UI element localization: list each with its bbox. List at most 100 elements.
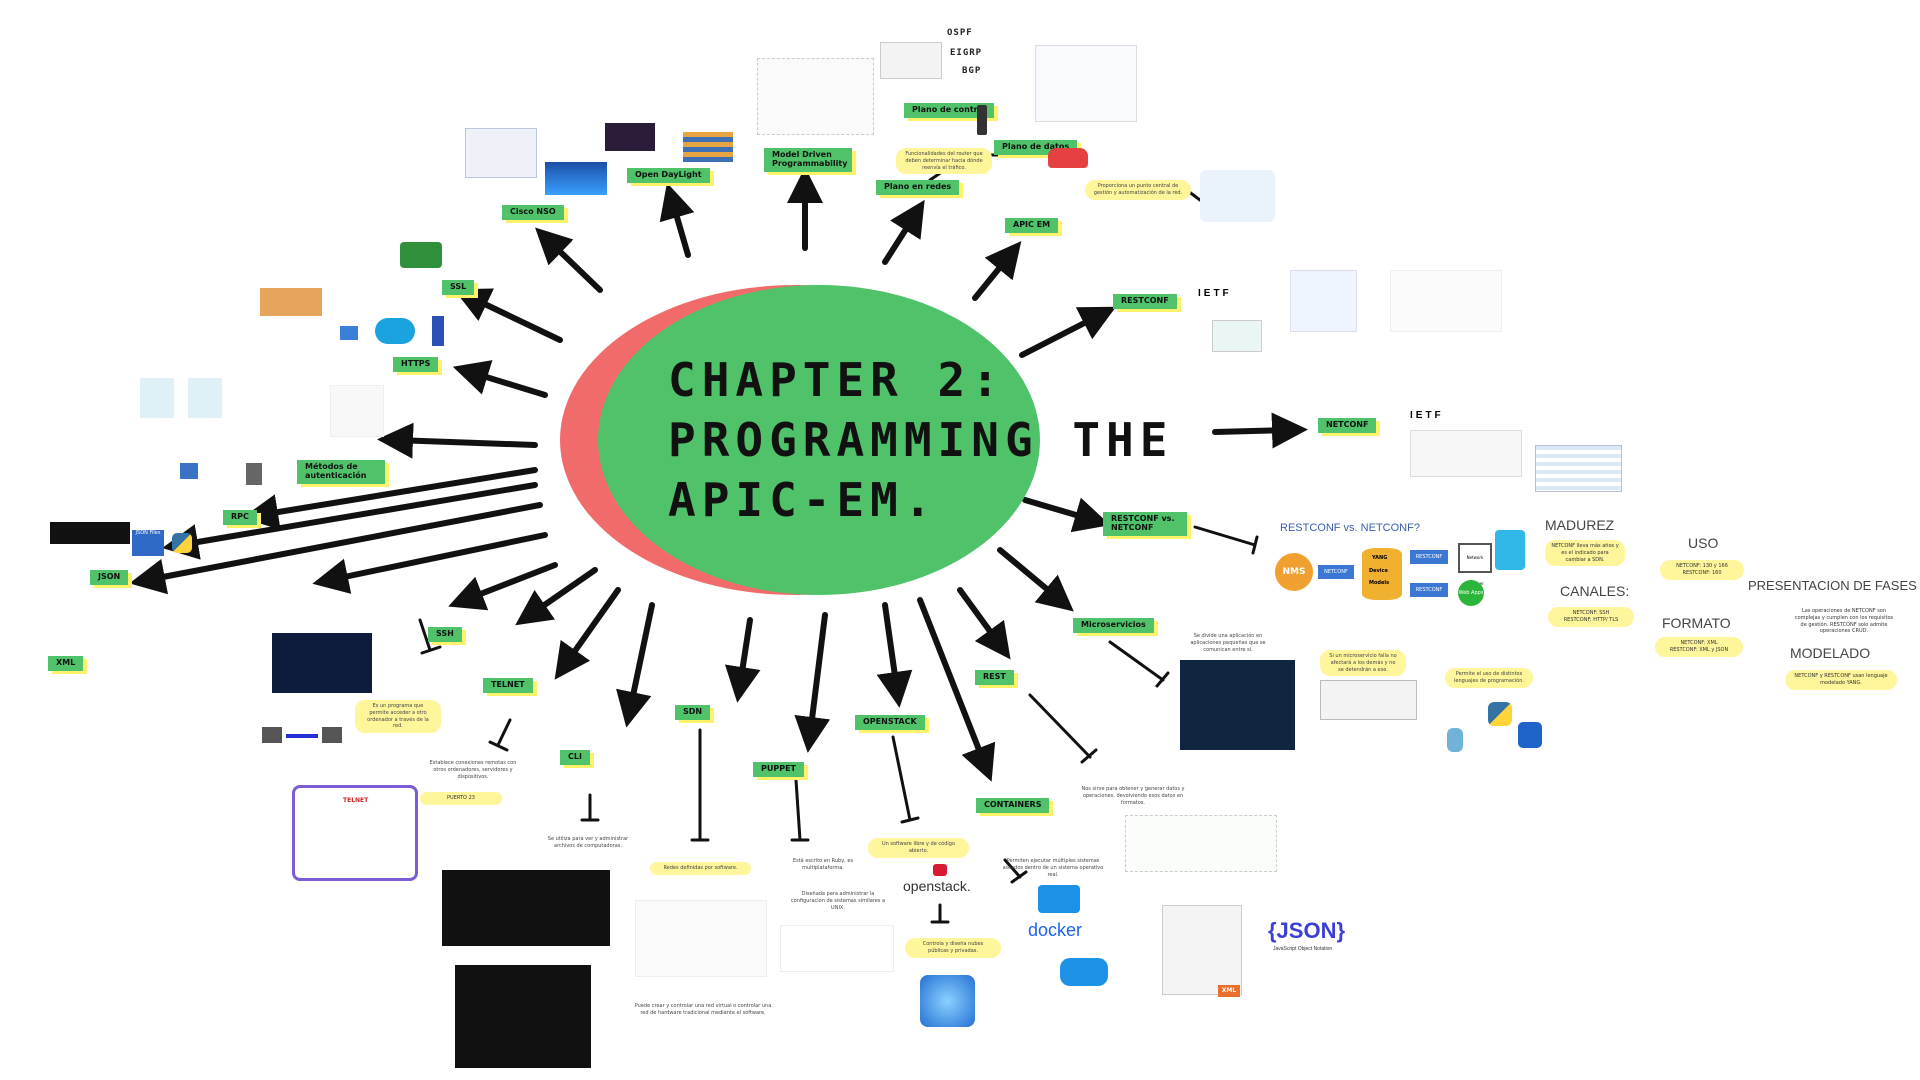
laptop-icon [340, 326, 358, 340]
tag-netconf[interactable]: NETCONF [1318, 418, 1377, 433]
telnet-diagram-label: TELNET [343, 797, 369, 804]
tag-rest[interactable]: REST [975, 670, 1014, 685]
device-label: Device [1369, 568, 1388, 574]
note-sdn-2: Puede crear y controlar una red virtual … [634, 1003, 772, 1016]
note-telnet: Establece conexiones remotas con otros o… [429, 760, 517, 780]
routing-table-image [880, 42, 942, 79]
netconf-diagram [1410, 430, 1522, 477]
tag-puppet[interactable]: PUPPET [753, 762, 805, 777]
yang-device-models-node [1362, 548, 1402, 600]
cloud-people-image [920, 975, 975, 1027]
note-puppet: Está escrito en Ruby, es multiplataforma… [792, 858, 854, 871]
tag-sdn[interactable]: SDN [675, 705, 711, 720]
nms-node: NMS [1275, 553, 1313, 591]
canales-heading: CANALES: [1560, 583, 1630, 599]
modelado-note: NETCONF y RESTCONF usan lenguaje modelad… [1785, 670, 1897, 690]
json-files-icon: JSON Files [132, 530, 164, 556]
rest-flow-diagram [1125, 815, 1277, 872]
presentacion-heading: PRESENTACION DE FASES [1748, 578, 1917, 593]
note-containers: Permiten ejecutar múltiples sistemas ais… [1002, 858, 1104, 878]
tag-xml[interactable]: XML [48, 656, 84, 671]
note-microservicios: Se divide una aplicación en aplicaciones… [1190, 633, 1266, 653]
tag-rpc[interactable]: RPC [223, 510, 257, 525]
tag-apic-em[interactable]: APIC EM [1005, 218, 1059, 233]
network-engineer-node: Network Engineer [1458, 543, 1492, 586]
tag-ssl[interactable]: SSL [442, 280, 475, 295]
docker-whale-icon [1038, 885, 1080, 913]
tag-https[interactable]: HTTPS [393, 357, 439, 372]
apic-em-diagram [1200, 170, 1275, 222]
json-logo: {JSON} [1268, 918, 1346, 943]
netconf-node: NETCONF [1318, 565, 1354, 579]
note-micro-3: Permite el uso de distintos lenguajes de… [1445, 668, 1533, 688]
tag-restconf[interactable]: RESTCONF [1113, 294, 1177, 309]
tag-telnet[interactable]: TELNET [483, 678, 533, 693]
note-cli: Se utiliza para ver y administrar archiv… [547, 836, 629, 849]
cli-terminal-image-2 [455, 965, 591, 1068]
server-icon [432, 316, 444, 346]
tag-restconf-vs-netconf[interactable]: RESTCONF vs. NETCONF [1103, 512, 1187, 536]
central-ellipse [598, 285, 1040, 595]
tag-metodos-autenticacion[interactable]: Métodos de autenticación [297, 460, 385, 484]
opendaylight-architecture-image [683, 132, 733, 162]
note-rest: Nos sirve para obtener y generar datos y… [1081, 786, 1185, 806]
xml-code-image [10, 685, 110, 745]
openstack-icon [933, 864, 947, 876]
canales-note-netconf: NETCONF: SSH [1572, 610, 1610, 616]
central-title: CHAPTER 2: PROGRAMMING THE APIC-EM. [668, 353, 1174, 527]
python-icon [1488, 702, 1512, 726]
python-icon-2 [172, 533, 192, 553]
secure-server-image [260, 288, 322, 316]
auth-document-image [330, 385, 384, 437]
microservices-diagram [1180, 660, 1295, 750]
network-topology-image [1035, 45, 1137, 122]
restconf-diagram [1212, 320, 1262, 352]
madurez-heading: MADUREZ [1545, 517, 1615, 533]
ietf-logo-2: IETF [1410, 410, 1444, 421]
tag-json[interactable]: JSON [90, 570, 129, 585]
cisco-nso-screenshot [465, 128, 537, 178]
error-dialog-image [1320, 680, 1417, 720]
tag-ssh[interactable]: SSH [428, 627, 462, 642]
note-openstack: Un software libre y de código abierto. [868, 838, 969, 858]
cisco-nso-cloud-image [545, 162, 607, 195]
web-apps-node: Web Apps [1458, 580, 1484, 606]
docker-logo: docker [1028, 920, 1083, 940]
protocol-bgp: BGP [962, 66, 982, 76]
tag-cisco-nso[interactable]: Cisco NSO [502, 205, 564, 220]
internet-cloud-icon [375, 318, 415, 344]
rpc-code-image [50, 522, 130, 544]
restconf-node-1: RESTCONF [1410, 550, 1448, 564]
ietf-logo: IETF [1198, 288, 1232, 299]
tag-model-driven-programmability[interactable]: Model Driven Programmability [764, 148, 852, 172]
auth-flow-image-1 [140, 378, 174, 418]
tag-opendaylight[interactable]: Open DayLight [627, 168, 710, 183]
cplusplus-icon [1518, 722, 1542, 748]
note-sdn: Redes definidas por software. [650, 862, 751, 875]
note-openstack-2: Controla y diseña nubes públicas y priva… [905, 938, 1001, 958]
mdp-diagram [757, 58, 874, 135]
note-apic: Proporciona un punto central de gestión … [1085, 180, 1191, 200]
cli-terminal-image [442, 870, 610, 946]
madurez-note: NETCONF lleva más años y es el indicado … [1545, 540, 1625, 567]
uso-note: NETCONF: 130 y 166 RESTCONF: 160 [1660, 560, 1744, 580]
opendaylight-logo-image [605, 123, 655, 151]
tag-containers[interactable]: CONTAINERS [976, 798, 1050, 813]
uso-note-restconf: RESTCONF: 160 [1682, 569, 1722, 576]
tag-openstack[interactable]: OPENSTACK [855, 715, 925, 730]
protocol-ospf: OSPF [947, 28, 973, 38]
auth-flow-image-2 [188, 378, 222, 418]
docker-whale-icon-2 [1060, 958, 1108, 986]
tag-plano-de-control[interactable]: Plano de control [904, 103, 994, 118]
uso-heading: USO [1688, 535, 1719, 551]
sdn-network-diagram [635, 900, 767, 977]
tag-plano-en-redes[interactable]: Plano en redes [876, 180, 960, 195]
tag-cli[interactable]: CLI [560, 750, 590, 765]
formato-heading: FORMATO [1662, 615, 1731, 631]
xml-badge: XML [1218, 985, 1240, 997]
ssh-computers-image [262, 724, 342, 754]
telnet-diagram [292, 785, 418, 881]
tag-microservicios[interactable]: Microservicios [1073, 618, 1154, 633]
models-label: Models [1369, 580, 1390, 586]
